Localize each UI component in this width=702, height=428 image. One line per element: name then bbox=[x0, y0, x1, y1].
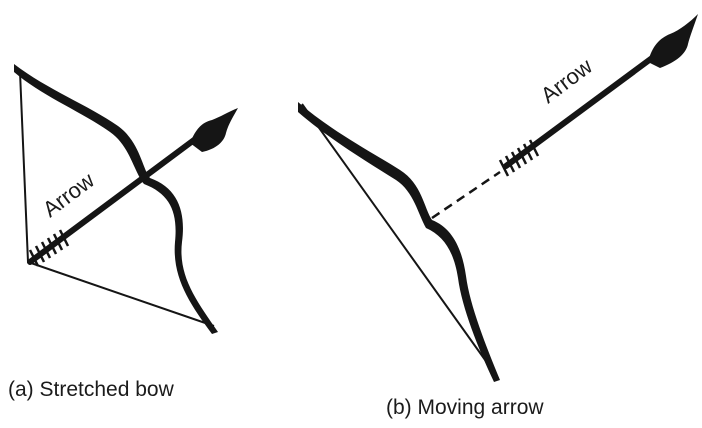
bow-string-b bbox=[302, 104, 498, 378]
arrowhead-b bbox=[648, 14, 698, 68]
arrow-label-b: Arrow bbox=[536, 53, 597, 108]
panel-moving-arrow: Arrow (b) Moving arrow bbox=[298, 14, 698, 419]
arrowhead-a bbox=[190, 108, 238, 152]
caption-b: (b) Moving arrow bbox=[386, 396, 544, 419]
caption-a: (a) Stretched bow bbox=[8, 378, 175, 401]
panel-stretched-bow: Arrow (a) Stretched bow bbox=[8, 64, 238, 401]
dashed-trail-b bbox=[432, 172, 500, 218]
